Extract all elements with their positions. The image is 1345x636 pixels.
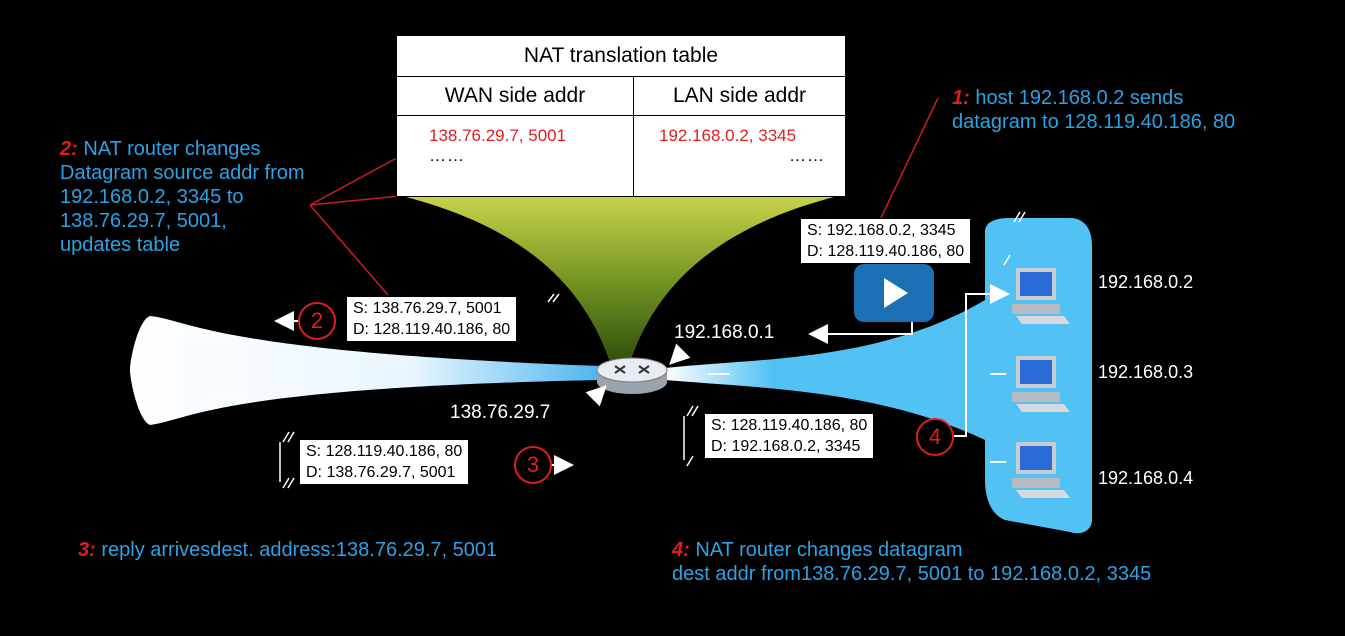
step2-number: 2: (60, 138, 78, 160)
packet-3: S: 128.119.40.186, 80 D: 138.76.29.7, 50… (299, 439, 470, 485)
step4-number: 4: (672, 539, 690, 561)
router-icon (596, 357, 668, 394)
step4-line1: NAT router changes datagram (695, 539, 963, 561)
step3-number: 3: (78, 539, 96, 561)
packet-1: S: 192.168.0.2, 3345 D: 128.119.40.186, … (800, 218, 972, 264)
packet-1-source: S: 192.168.0.2, 3345 (807, 222, 956, 239)
table-ellipsis-lan: …… (789, 146, 825, 165)
lan-area (665, 218, 1092, 534)
router-wan-ip: 138.76.29.7 (450, 402, 551, 423)
host3-ip: 192.168.0.4 (1098, 468, 1194, 488)
table-cell-wan: 138.76.29.7, 5001 (429, 126, 567, 145)
table-divider (633, 77, 634, 196)
step4-circle: 4 (916, 418, 954, 456)
step2-line1: NAT router changes (83, 138, 261, 160)
packet-2-dest: D: 128.119.40.186, 80 (353, 321, 511, 338)
step3-circle: 3 (514, 446, 552, 484)
packet-4-dest: D: 192.168.0.2, 3345 (711, 438, 861, 455)
router-lan-ip: 192.168.0.1 (674, 322, 775, 343)
packet-4-source: S: 128.119.40.186, 80 (711, 417, 868, 434)
table-header-wan: WAN side addr (397, 77, 633, 116)
desktop-computer-icon (1012, 268, 1070, 324)
step1-annotation: 1: host 192.168.0.2 sends datagram to 12… (952, 86, 1235, 134)
step2-line4: 138.76.29.7, 5001, (60, 210, 227, 232)
wan-horn (130, 316, 600, 425)
packet-2: S: 138.76.29.7, 5001 D: 128.119.40.186, … (346, 296, 518, 342)
step3-annotation: 3: reply arrivesdest. address:138.76.29.… (78, 538, 497, 562)
nat-funnel (398, 195, 842, 368)
play-button[interactable] (854, 264, 934, 322)
packet-1-dest: D: 128.119.40.186, 80 (807, 243, 965, 260)
packet-3-source: S: 128.119.40.186, 80 (306, 443, 463, 460)
packet-2-source: S: 138.76.29.7, 5001 (353, 300, 502, 317)
table-header-lan: LAN side addr (634, 77, 845, 116)
packet-3-dest: D: 138.76.29.7, 5001 (306, 464, 456, 481)
step1-number: 1: (952, 87, 970, 109)
step2-line2: Datagram source addr from (60, 162, 305, 184)
step3-text: reply arrivesdest. address:138.76.29.7, … (101, 539, 498, 561)
play-icon (884, 278, 908, 308)
table-title: NAT translation table (397, 36, 845, 77)
nat-translation-table: NAT translation table WAN side addr LAN … (396, 35, 846, 197)
table-ellipsis-wan: …… (429, 146, 465, 165)
step2-line3: 192.168.0.2, 3345 to (60, 186, 244, 208)
desktop-computer-icon (1012, 442, 1070, 498)
table-cell-lan: 192.168.0.2, 3345 (659, 126, 797, 145)
step2-annotation: 2: NAT router changes Datagram source ad… (60, 137, 305, 257)
step2-circle: 2 (298, 302, 336, 340)
step1-line2: datagram to 128.119.40.186, 80 (952, 111, 1236, 133)
step4-line2: dest addr from138.76.29.7, 5001 to 192.1… (672, 563, 1152, 585)
step4-annotation: 4: NAT router changes datagram dest addr… (672, 538, 1151, 586)
step1-line1: host 192.168.0.2 sends (975, 87, 1184, 109)
host2-ip: 192.168.0.3 (1098, 362, 1194, 382)
desktop-computer-icon (1012, 356, 1070, 412)
step2-line5: updates table (60, 234, 181, 256)
host1-ip: 192.168.0.2 (1098, 272, 1194, 292)
packet-4: S: 128.119.40.186, 80 D: 192.168.0.2, 33… (704, 413, 875, 459)
